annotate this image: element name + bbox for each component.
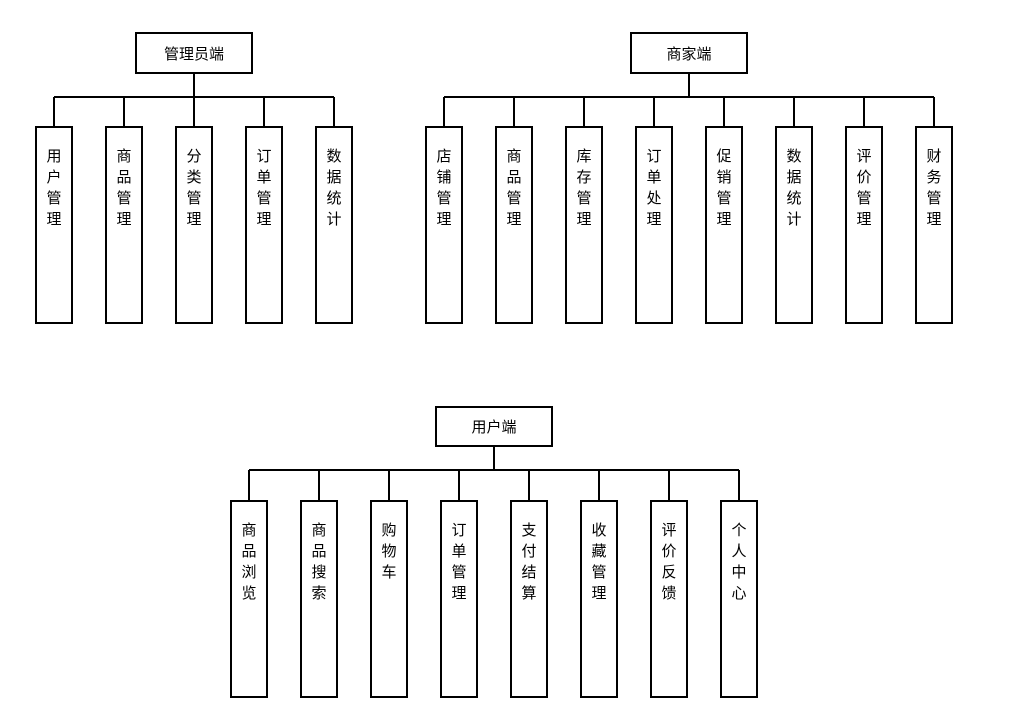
node-label: 订单管理: [254, 148, 273, 232]
admin-root-node: 管理员端: [135, 32, 253, 74]
node-label: 个人中心: [729, 522, 748, 606]
merchant-node-finance-management: 财务管理: [915, 126, 953, 324]
admin-node-user-management: 用户管理: [35, 126, 73, 324]
node-label: 数据统计: [784, 148, 803, 232]
node-label: 商品搜索: [309, 522, 328, 606]
node-label: 库存管理: [574, 148, 593, 232]
node-label: 购物车: [379, 522, 398, 585]
node-label: 商品管理: [114, 148, 133, 232]
user-root-node: 用户端: [435, 406, 553, 447]
node-label: 收藏管理: [589, 522, 608, 606]
merchant-node-product-management: 商品管理: [495, 126, 533, 324]
user-node-reviews-feedback: 评价反馈: [650, 500, 688, 698]
merchant-root-node: 商家端: [630, 32, 748, 74]
node-label: 促销管理: [714, 148, 733, 232]
admin-node-product-management: 商品管理: [105, 126, 143, 324]
user-node-order-management: 订单管理: [440, 500, 478, 698]
node-label: 订单管理: [449, 522, 468, 606]
user-node-product-browse: 商品浏览: [230, 500, 268, 698]
user-node-payment: 支付结算: [510, 500, 548, 698]
user-node-product-search: 商品搜索: [300, 500, 338, 698]
node-label: 商品浏览: [239, 522, 258, 606]
merchant-node-review-management: 评价管理: [845, 126, 883, 324]
node-label: 店铺管理: [434, 148, 453, 232]
user-node-cart: 购物车: [370, 500, 408, 698]
node-label: 商品管理: [504, 148, 523, 232]
node-label: 数据统计: [324, 148, 343, 232]
admin-node-category-management: 分类管理: [175, 126, 213, 324]
merchant-node-order-processing: 订单处理: [635, 126, 673, 324]
admin-root-label: 管理员端: [163, 44, 224, 63]
merchant-node-inventory-management: 库存管理: [565, 126, 603, 324]
merchant-node-promotion-management: 促销管理: [705, 126, 743, 324]
user-root-label: 用户端: [471, 418, 517, 436]
user-node-favorites: 收藏管理: [580, 500, 618, 698]
user-node-personal-center: 个人中心: [720, 500, 758, 698]
node-label: 分类管理: [184, 148, 203, 232]
node-label: 评价管理: [854, 148, 873, 232]
admin-node-order-management: 订单管理: [245, 126, 283, 324]
node-label: 评价反馈: [659, 522, 678, 606]
node-label: 订单处理: [644, 148, 663, 232]
admin-node-statistics: 数据统计: [315, 126, 353, 324]
node-label: 财务管理: [924, 148, 943, 232]
merchant-node-store-management: 店铺管理: [425, 126, 463, 324]
node-label: 用户管理: [44, 148, 63, 232]
node-label: 支付结算: [519, 522, 538, 606]
merchant-root-label: 商家端: [666, 44, 712, 63]
merchant-node-statistics: 数据统计: [775, 126, 813, 324]
